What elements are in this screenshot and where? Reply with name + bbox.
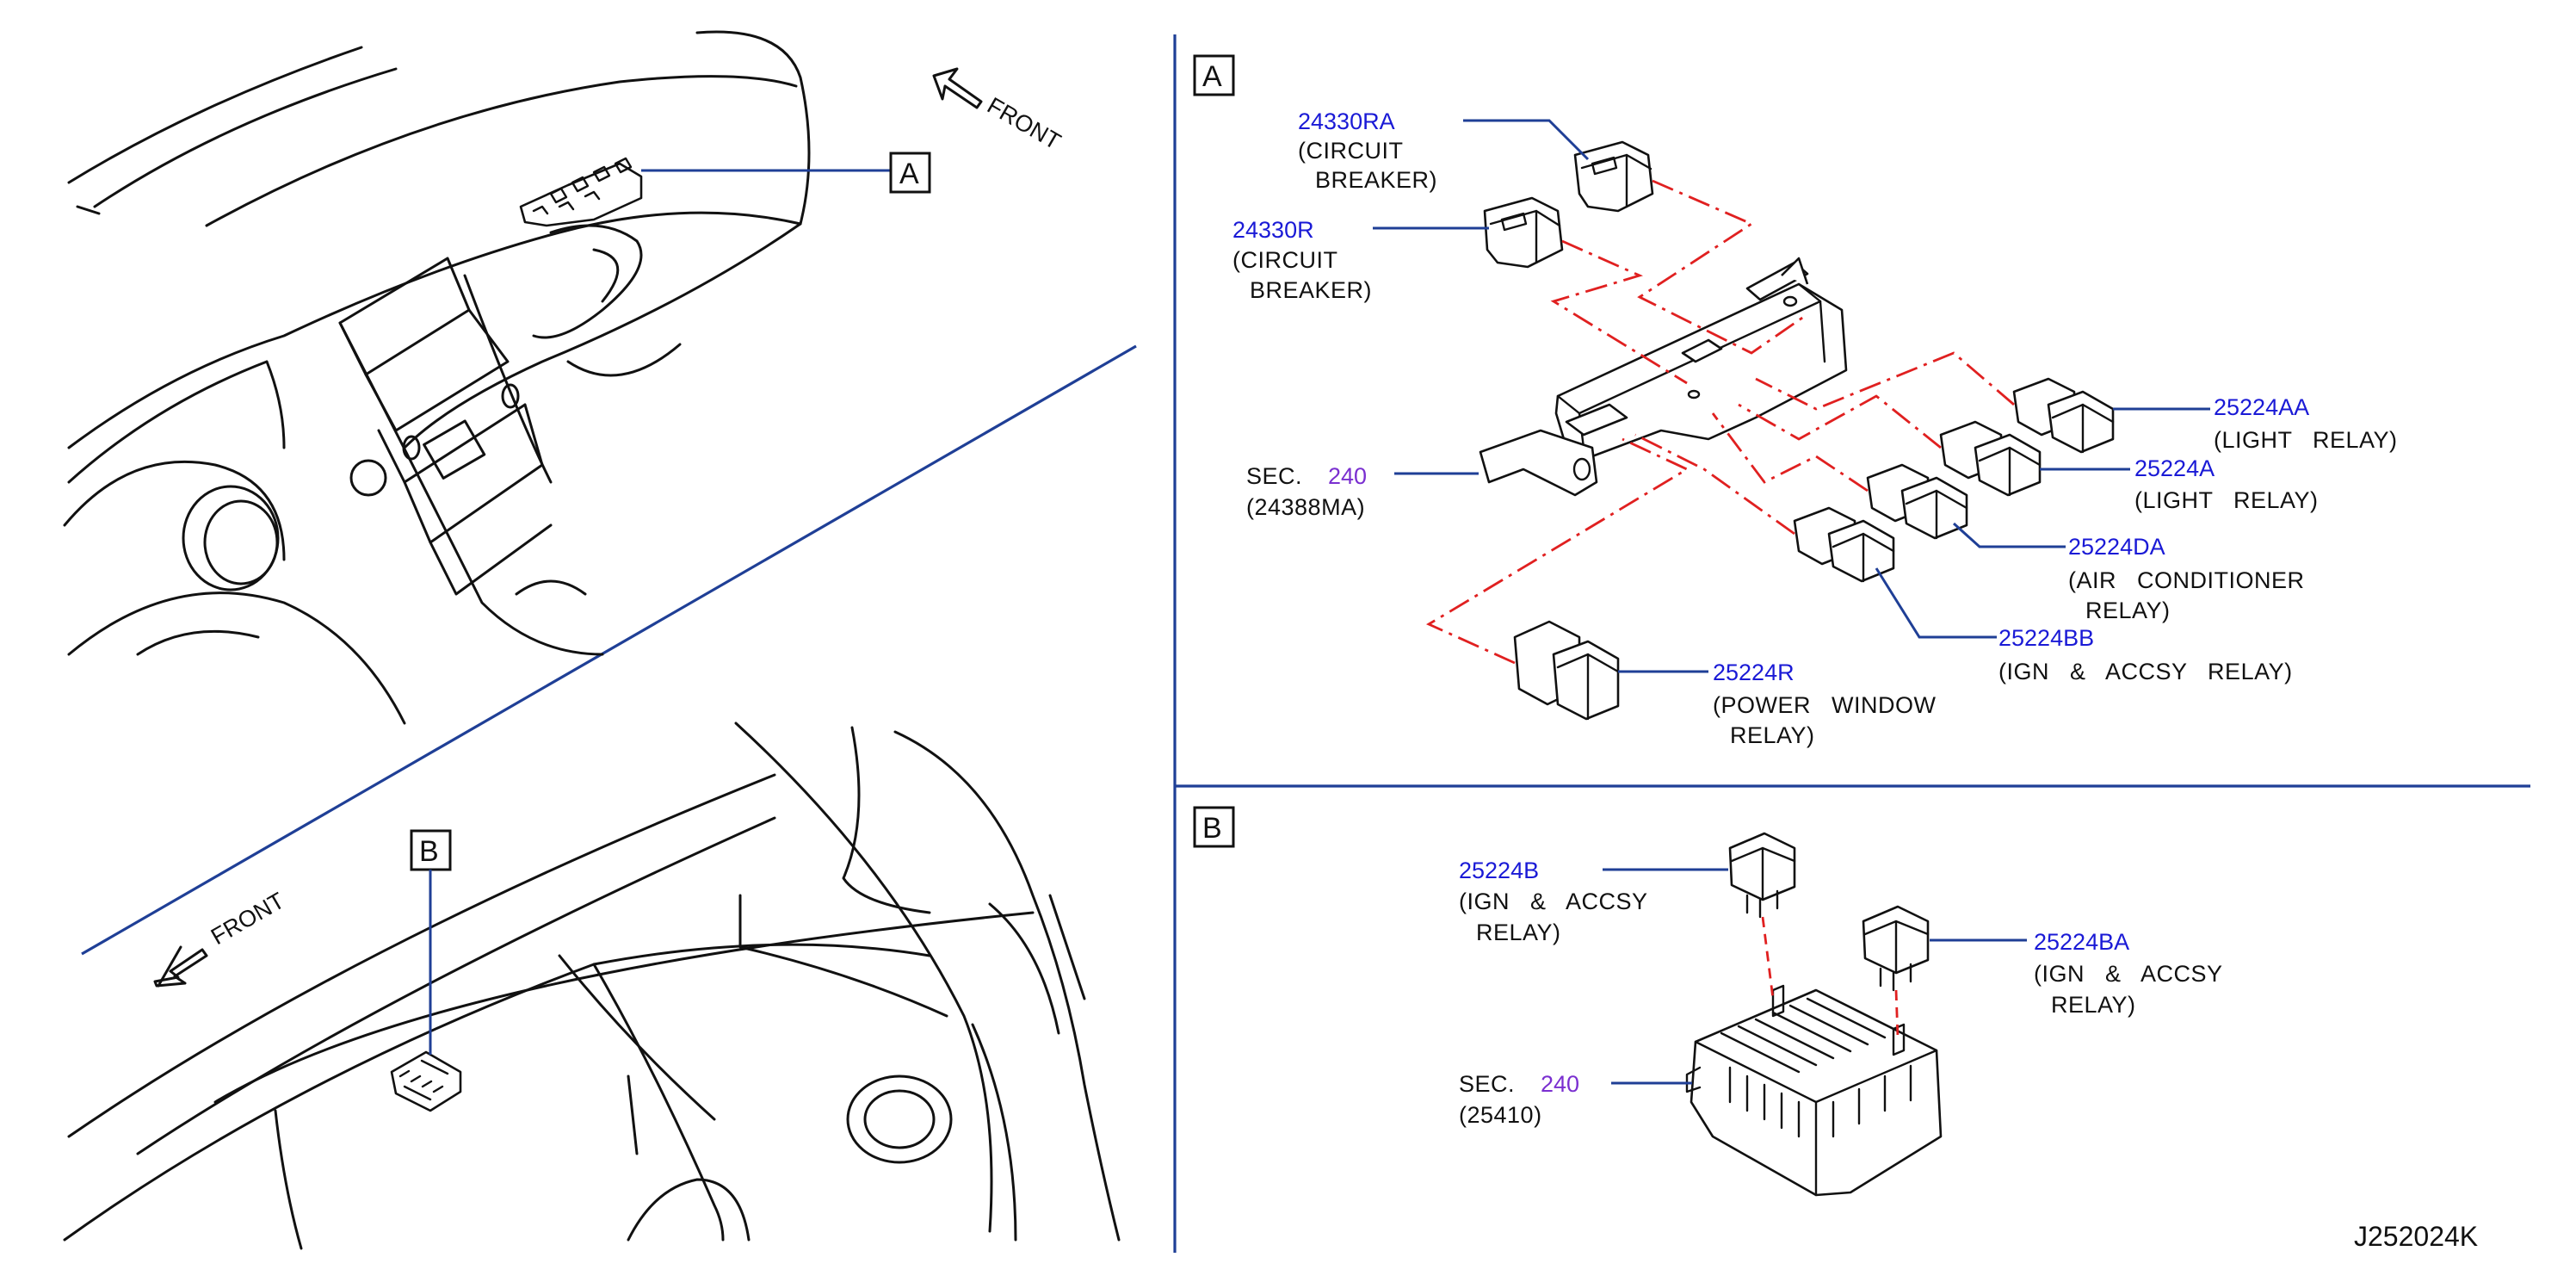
sec-a-part: (24388MA) xyxy=(1246,494,1365,520)
part-25224aa: 25224AA xyxy=(2214,394,2309,420)
desc-24330r-1: (CIRCUIT xyxy=(1232,247,1337,273)
desc-24330ra-2: BREAKER) xyxy=(1315,167,1437,193)
part-24330r: 24330R xyxy=(1232,217,1314,243)
fuse-block-25410 xyxy=(1685,984,1943,1197)
front-arrow-top: FRONT xyxy=(932,67,1066,155)
front-arrow-bottom: FRONT xyxy=(153,888,289,988)
panel-dividers xyxy=(81,34,2530,1253)
circuit-breaker-24330r xyxy=(1483,196,1564,269)
desc-24330ra-1: (CIRCUIT xyxy=(1298,138,1403,164)
sec-b-prefix: SEC. xyxy=(1459,1071,1515,1097)
relay-25224aa xyxy=(2012,377,2115,454)
desc-25224r-2: RELAY) xyxy=(1730,722,1815,748)
callout-a-box xyxy=(889,152,931,194)
detail-a-label: A xyxy=(1202,60,1222,93)
detail-b-label: B xyxy=(1202,812,1222,845)
leaders-a xyxy=(1373,119,2210,673)
desc-25224b-1: (IGN & ACCSY xyxy=(1459,889,1648,914)
desc-25224b-2: RELAY) xyxy=(1476,920,1561,945)
leaders-b xyxy=(1603,868,2027,1085)
callout-b-box xyxy=(410,829,452,871)
desc-25224ba-2: RELAY) xyxy=(2051,992,2136,1018)
desc-25224r-1: (POWER WINDOW xyxy=(1713,692,1936,718)
front-label-bottom: FRONT xyxy=(207,888,289,950)
relay-bracket xyxy=(1479,257,1848,497)
sec-b-part: (25410) xyxy=(1459,1102,1542,1128)
cabin-illustration xyxy=(63,722,1121,1250)
relay-25224bb xyxy=(1793,506,1895,583)
relay-25224b xyxy=(1728,832,1796,919)
relay-25224ba xyxy=(1862,905,1930,992)
desc-25224aa: (LIGHT RELAY) xyxy=(2214,427,2398,453)
callout-a-label: A xyxy=(899,158,919,190)
front-label-top: FRONT xyxy=(983,92,1066,154)
desc-25224ba-1: (IGN & ACCSY xyxy=(2034,961,2223,987)
part-25224ba: 25224BA xyxy=(2034,929,2129,955)
desc-25224a: (LIGHT RELAY) xyxy=(2134,487,2319,513)
relay-25224r xyxy=(1513,620,1620,721)
desc-24330r-2: BREAKER) xyxy=(1250,277,1372,303)
part-25224r: 25224R xyxy=(1713,660,1795,685)
desc-25224da-1: (AIR CONDITIONER xyxy=(2068,567,2305,593)
callout-b-label: B xyxy=(419,835,439,868)
sec-a-number: 240 xyxy=(1328,463,1367,489)
sec-a-prefix: SEC. xyxy=(1246,463,1302,489)
reference-code: J252024K xyxy=(2354,1221,2478,1252)
desc-25224bb: (IGN & ACCSY RELAY) xyxy=(1998,659,2293,684)
part-24330ra: 24330RA xyxy=(1298,108,1395,134)
part-25224da: 25224DA xyxy=(2068,534,2165,560)
dashboard-illustration xyxy=(63,30,811,725)
desc-25224da-2: RELAY) xyxy=(2085,598,2171,623)
relay-25224a xyxy=(1939,420,2042,497)
detail-a-box xyxy=(1193,54,1235,96)
circuit-breaker-24330ra xyxy=(1573,140,1654,213)
part-25224bb: 25224BB xyxy=(1998,625,2094,651)
sec-b-number: 240 xyxy=(1541,1071,1579,1097)
install-paths-a xyxy=(1425,179,2015,665)
detail-b-box xyxy=(1193,806,1235,848)
part-25224a: 25224A xyxy=(2134,455,2215,481)
relay-25224da xyxy=(1866,463,1968,540)
install-paths-b xyxy=(1761,916,1900,1038)
part-25224b: 25224B xyxy=(1459,858,1539,883)
